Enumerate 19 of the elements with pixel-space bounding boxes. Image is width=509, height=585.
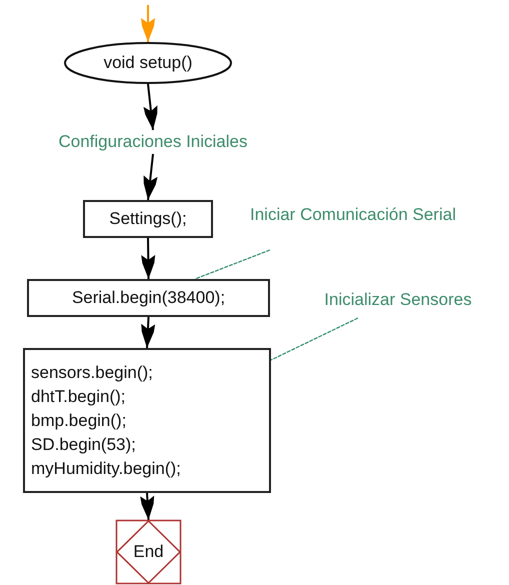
leader-line [194, 249, 270, 280]
code-line: myHumidity.begin(); [31, 458, 181, 480]
node-text: Settings(); [109, 208, 187, 230]
code-line: bmp.begin(); [31, 410, 126, 432]
node-text: Serial.begin(38400); [72, 286, 226, 309]
node-text: void setup() [104, 52, 192, 74]
code-line: SD.begin(53); [31, 434, 136, 456]
end-diamond [116, 520, 181, 584]
code-line: dhtT.begin(); [31, 386, 126, 408]
process-box [23, 348, 271, 493]
comment-text: Configuraciones Iniciales [10, 130, 296, 154]
comment-text: Iniciar Comunicación Serial [222, 190, 484, 240]
process-box [27, 279, 270, 317]
start-ellipse [64, 42, 232, 84]
node-text: End [133, 540, 164, 563]
leader-line [270, 317, 358, 361]
comment-text: Inicializar Sensores [288, 288, 508, 312]
process-box [83, 200, 213, 238]
code-line: sensors.begin(); [31, 362, 153, 384]
